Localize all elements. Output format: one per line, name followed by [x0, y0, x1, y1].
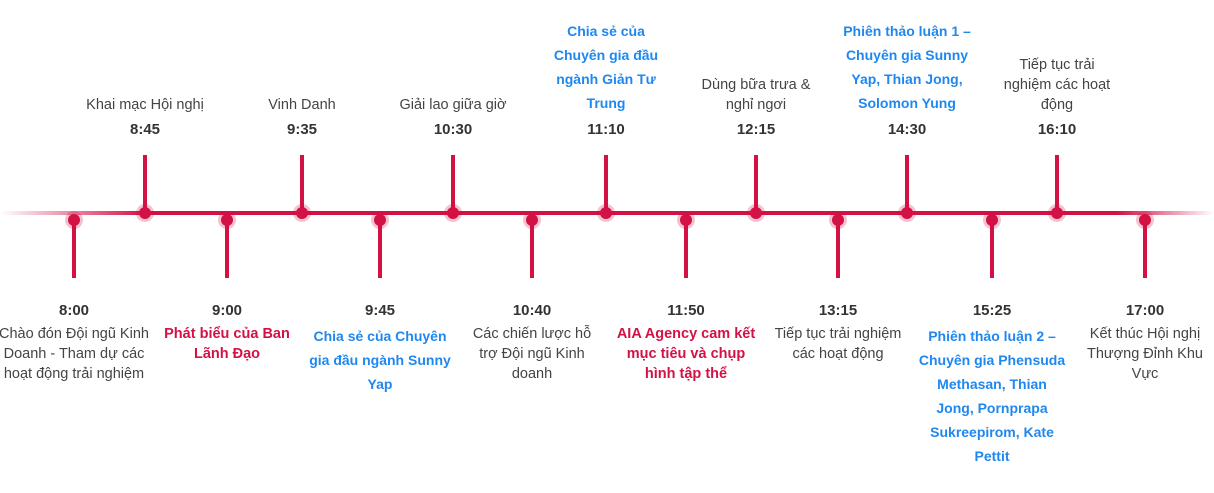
event-time: 9:00 — [211, 302, 243, 319]
event-time: 12:15 — [736, 121, 776, 138]
event-description: Giải lao giữa giờ — [399, 97, 507, 113]
timeline-dot — [1051, 207, 1063, 219]
timeline-dot — [526, 214, 538, 226]
timeline-dot — [600, 207, 612, 219]
event-description: AIA Agency cam kết mục tiêu và chụp hình… — [616, 326, 756, 382]
event-description: Phát biểu của Ban Lãnh Đạo — [164, 326, 290, 362]
timeline-dot — [296, 207, 308, 219]
timeline-event: Chia sẻ của Chuyên gia đầu ngành Giản Tư… — [541, 19, 671, 141]
timeline-dot — [1139, 214, 1151, 226]
event-description: Phiên thảo luận 1 – Chuyên gia Sunny Yap… — [843, 23, 971, 111]
event-description: Vinh Danh — [268, 97, 336, 113]
timeline-event: Dùng bữa trưa & nghỉ ngơi 12:15 — [691, 75, 821, 141]
timeline-dot — [447, 207, 459, 219]
timeline-stem — [451, 155, 455, 213]
timeline-event: Phiên thảo luận 1 – Chuyên gia Sunny Yap… — [842, 19, 972, 141]
event-description: Chia sẻ của Chuyên gia đầu ngành Giản Tư… — [553, 23, 659, 111]
timeline-stem — [143, 155, 147, 213]
event-description: Dùng bữa trưa & nghỉ ngơi — [701, 77, 811, 113]
timeline-stem — [1143, 220, 1147, 278]
timeline-stem — [990, 220, 994, 278]
event-time: 9:35 — [286, 121, 318, 138]
timeline-stem — [604, 155, 608, 213]
timeline-stem — [72, 220, 76, 278]
event-time: 16:10 — [1037, 121, 1077, 138]
timeline-stem — [225, 220, 229, 278]
timeline-event: Khai mạc Hội nghị 8:45 — [80, 95, 210, 141]
event-time: 11:10 — [587, 121, 625, 138]
timeline-stem — [1055, 155, 1059, 213]
event-description: Chào đón Đội ngũ Kinh Doanh - Tham dự cá… — [0, 326, 149, 382]
timeline-stem — [300, 155, 304, 213]
timeline-dot — [750, 207, 762, 219]
timeline-stem — [905, 155, 909, 213]
event-time: 10:40 — [512, 302, 552, 319]
event-description: Khai mạc Hội nghị — [86, 97, 204, 113]
event-time: 9:45 — [364, 302, 396, 319]
timeline-dot — [986, 214, 998, 226]
event-time: 13:15 — [818, 302, 858, 319]
timeline-dot — [221, 214, 233, 226]
event-description: Phiên thảo luận 2 – Chuyên gia Phensuda … — [918, 328, 1066, 464]
timeline-event: Giải lao giữa giờ 10:30 — [388, 95, 518, 141]
timeline-event: Tiếp tục trải nghiệm các hoạt động 16:10 — [997, 55, 1117, 141]
timeline-dot — [68, 214, 80, 226]
event-time: 11:50 — [667, 302, 705, 319]
timeline-dot — [680, 214, 692, 226]
timeline-stem — [836, 220, 840, 278]
event-description: Tiếp tục trải nghiệm các hoạt động — [774, 326, 902, 362]
event-time: 10:30 — [433, 121, 473, 138]
timeline-stem — [684, 220, 688, 278]
timeline-dot — [901, 207, 913, 219]
event-description: Kết thúc Hội nghị Thượng Đỉnh Khu Vực — [1087, 326, 1203, 382]
timeline-dot — [832, 214, 844, 226]
event-time: 8:00 — [58, 302, 90, 319]
event-time: 8:45 — [129, 121, 161, 138]
timeline-dot — [139, 207, 151, 219]
timeline-stem — [754, 155, 758, 213]
event-time: 15:25 — [972, 302, 1012, 319]
event-time: 17:00 — [1125, 302, 1165, 319]
event-description: Chia sẻ của Chuyên gia đầu ngành Sunny Y… — [309, 328, 451, 392]
event-description: Tiếp tục trải nghiệm các hoạt động — [1003, 57, 1111, 113]
timeline-stem — [378, 220, 382, 278]
timeline-dot — [374, 214, 386, 226]
timeline-stem — [530, 220, 534, 278]
event-time: 14:30 — [887, 121, 927, 138]
event-description: Các chiến lược hỗ trợ Đội ngũ Kinh doanh — [472, 326, 592, 382]
timeline-event: Vinh Danh 9:35 — [237, 95, 367, 141]
